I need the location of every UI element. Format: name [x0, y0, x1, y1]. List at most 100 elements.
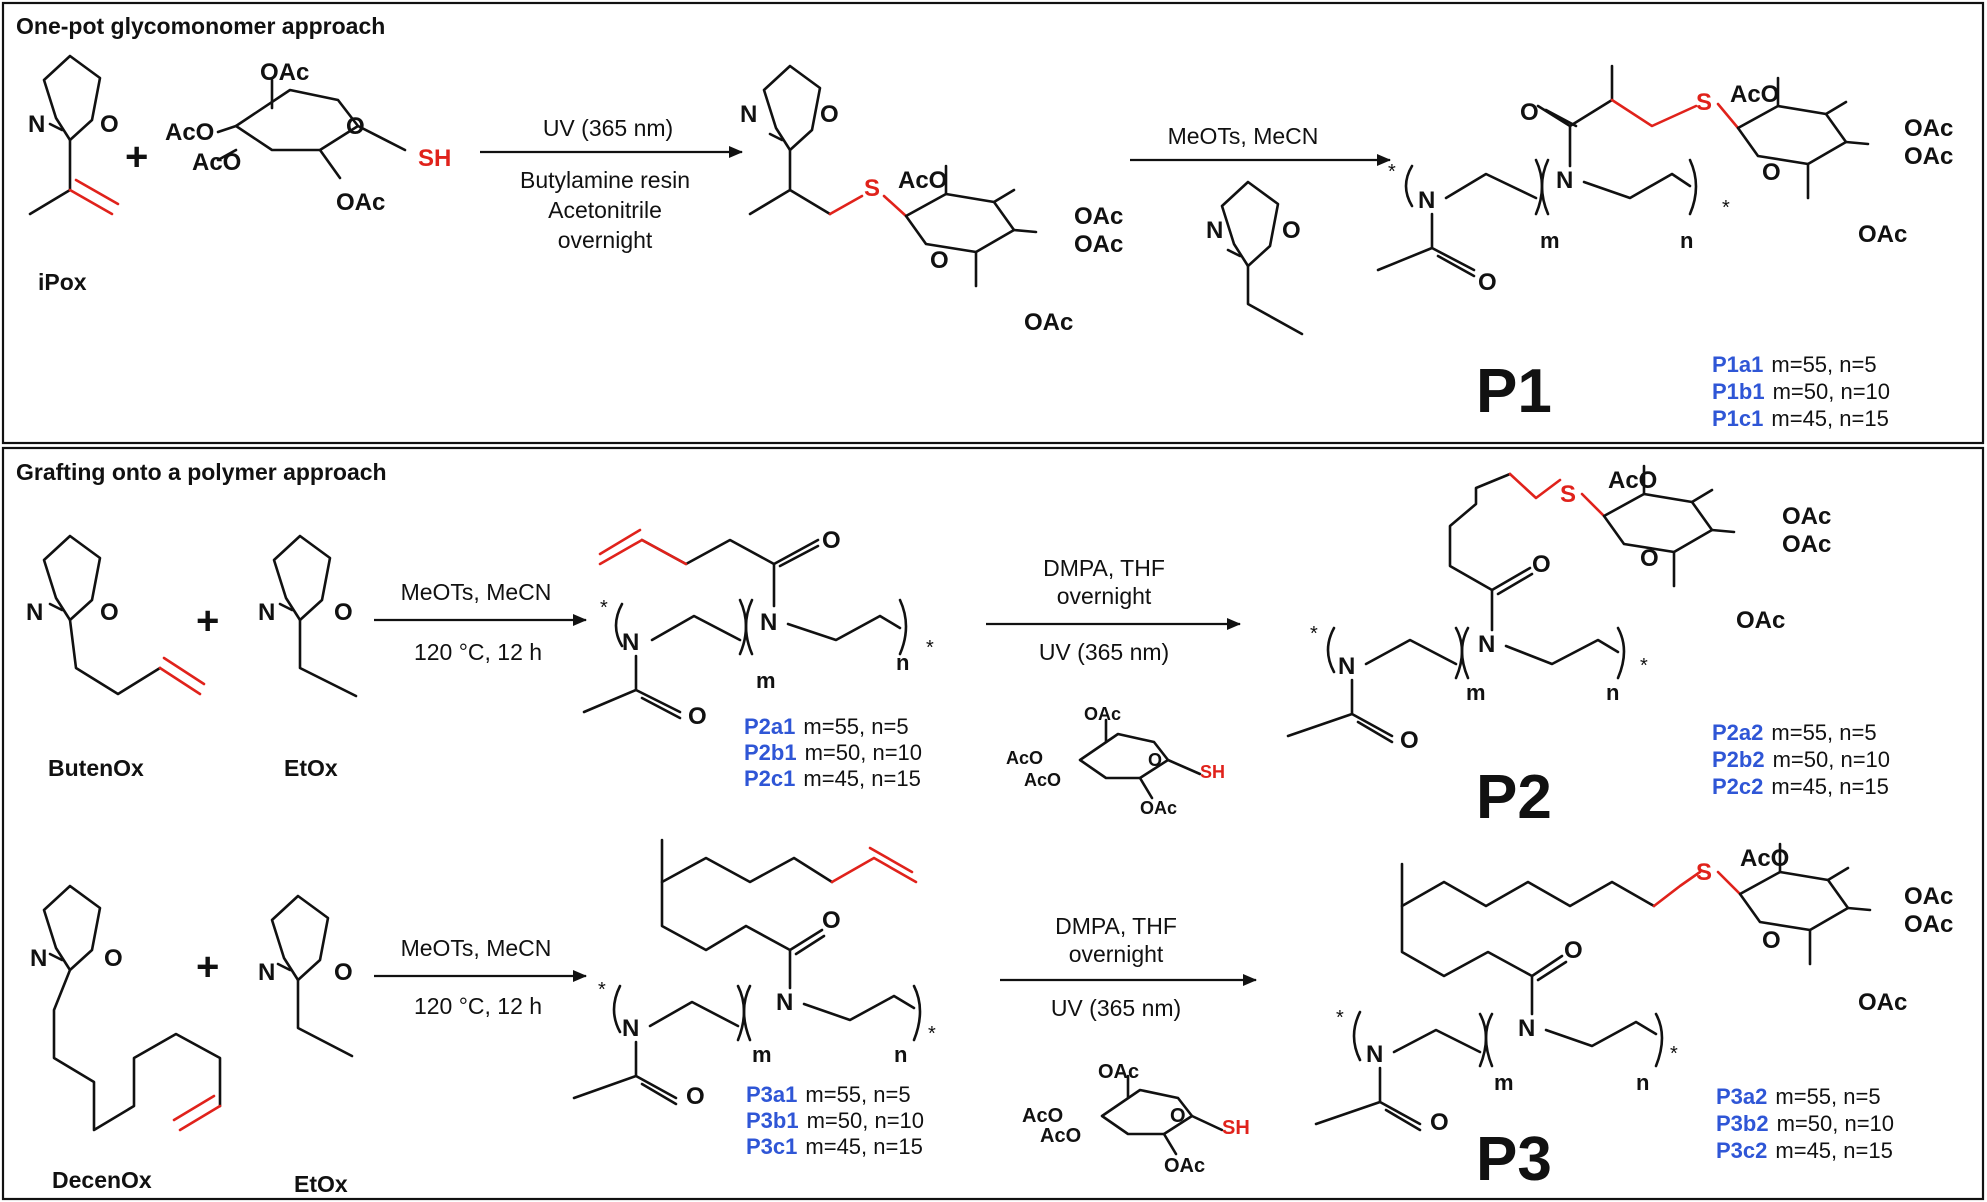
variant-values: m=45, n=15: [805, 1134, 922, 1159]
chain-end: *: [928, 1023, 936, 1045]
oac-label: OAc: [1904, 883, 1953, 910]
variant-values: m=50, n=10: [1773, 379, 1890, 404]
variant-code: P2b1: [744, 740, 797, 765]
aco-label: AcO: [1024, 770, 1061, 790]
oac-label: OAc: [1904, 115, 1953, 142]
p3-polymer-structure: * N m N n * O O S AcO O OAc OAc OAc: [1314, 842, 1953, 1136]
variant-code: P2b2: [1712, 747, 1765, 772]
ring-o: O: [1170, 1105, 1186, 1127]
amide-n: N: [1418, 187, 1435, 214]
chain-end: *: [1640, 655, 1648, 677]
ipox-structure: N O: [28, 54, 120, 216]
ring-o: O: [346, 113, 365, 140]
ring-n: N: [30, 945, 47, 972]
carbonyl-o: O: [1520, 99, 1539, 126]
oac-label: OAc: [1164, 1155, 1205, 1177]
etox-label: EtOx: [294, 1171, 348, 1197]
repeat-n: n: [1606, 680, 1619, 705]
amide-n: N: [760, 609, 777, 636]
amide-n: N: [1478, 631, 1495, 658]
oac-label: OAc: [1736, 607, 1785, 634]
variant-values: m=45, n=15: [1771, 406, 1888, 431]
amide-n: N: [622, 1015, 639, 1042]
oac-label: OAc: [1904, 143, 1953, 170]
variant-values: m=50, n=10: [1777, 1111, 1894, 1136]
variant-code: P2a1: [744, 714, 795, 739]
step-condition: MeOTs, MeCN: [401, 579, 552, 605]
ring-o: O: [1762, 927, 1781, 954]
aco-label: AcO: [1040, 1125, 1081, 1147]
thiosugar-reagent-2: OAc AcO AcO O OAc SH: [1006, 704, 1225, 818]
etox-label: EtOx: [284, 755, 338, 781]
p2-label: P2: [1476, 763, 1552, 832]
variant-values: m=55, n=5: [805, 1082, 910, 1107]
sulfur-label: S: [1696, 89, 1712, 116]
thiol-label: SH: [1222, 1117, 1250, 1139]
ring-o: O: [104, 945, 123, 972]
variant-code: P2c1: [744, 766, 795, 791]
etox-structure: N O: [258, 894, 354, 1058]
repeat-m: m: [1494, 1070, 1514, 1095]
panel-grafting: [1, 446, 1985, 1201]
carbonyl-o: O: [686, 1083, 705, 1110]
p3-label: P3: [1476, 1125, 1552, 1194]
thiol-label: SH: [1200, 762, 1225, 782]
aco-label: AcO: [1022, 1105, 1063, 1127]
oac-label: OAc: [1084, 704, 1121, 724]
amide-n: N: [622, 629, 639, 656]
variant-values: m=55, n=5: [1771, 352, 1876, 377]
variant-values: m=45, n=15: [1771, 774, 1888, 799]
oac-label: OAc: [1782, 503, 1831, 530]
decenox-label: DecenOx: [52, 1167, 152, 1193]
aco-label: AcO: [1608, 467, 1657, 494]
repeat-m: m: [756, 668, 776, 693]
aco-label: AcO: [165, 119, 214, 146]
oac-label: OAc: [260, 59, 309, 86]
p2-intermediate-structure: * N m N n * O O: [582, 527, 934, 730]
variant-values: m=50, n=10: [807, 1108, 924, 1133]
ring-o: O: [930, 247, 949, 274]
ipox-label: iPox: [38, 269, 87, 295]
variant-code: P1c1: [1712, 406, 1763, 431]
amide-n: N: [1556, 167, 1573, 194]
oac-label: OAc: [1858, 221, 1907, 248]
variant-code: P3b2: [1716, 1111, 1769, 1136]
aco-label: AcO: [192, 149, 241, 176]
step1-condition-solvent: Acetonitrile: [548, 197, 662, 223]
ipox-n: N: [28, 111, 45, 138]
panel-one-pot-title: One-pot glycomonomer approach: [16, 13, 385, 39]
step-condition: 120 °C, 12 h: [414, 993, 542, 1019]
p1-polymer-structure: * N m N n * O O S AcO O OAc OAc OAc: [1376, 64, 1953, 296]
variant-code: P1b1: [1712, 379, 1765, 404]
chain-end: *: [926, 637, 934, 659]
repeat-n: n: [894, 1042, 907, 1067]
carbonyl-o: O: [1478, 269, 1497, 296]
oac-label: OAc: [1074, 231, 1123, 258]
chain-end: *: [598, 979, 606, 1001]
chain-end: *: [600, 597, 608, 619]
variant-code: P3c1: [746, 1134, 797, 1159]
step-condition: overnight: [1057, 583, 1152, 609]
variant-values: m=55, n=5: [1775, 1084, 1880, 1109]
thiosugar-reagent-1: OAc AcO AcO O OAc SH: [165, 59, 451, 216]
step-condition: MeOTs, MeCN: [401, 935, 552, 961]
aco-label: AcO: [1006, 748, 1043, 768]
carbonyl-o: O: [688, 703, 707, 730]
variant-values: m=55, n=5: [1771, 720, 1876, 745]
amide-n: N: [1338, 653, 1355, 680]
step2-condition: MeOTs, MeCN: [1168, 123, 1319, 149]
sulfur-label: S: [1696, 859, 1712, 886]
oac-label: OAc: [1074, 203, 1123, 230]
variant-code: P1a1: [1712, 352, 1763, 377]
oac-label: OAc: [1858, 989, 1907, 1016]
